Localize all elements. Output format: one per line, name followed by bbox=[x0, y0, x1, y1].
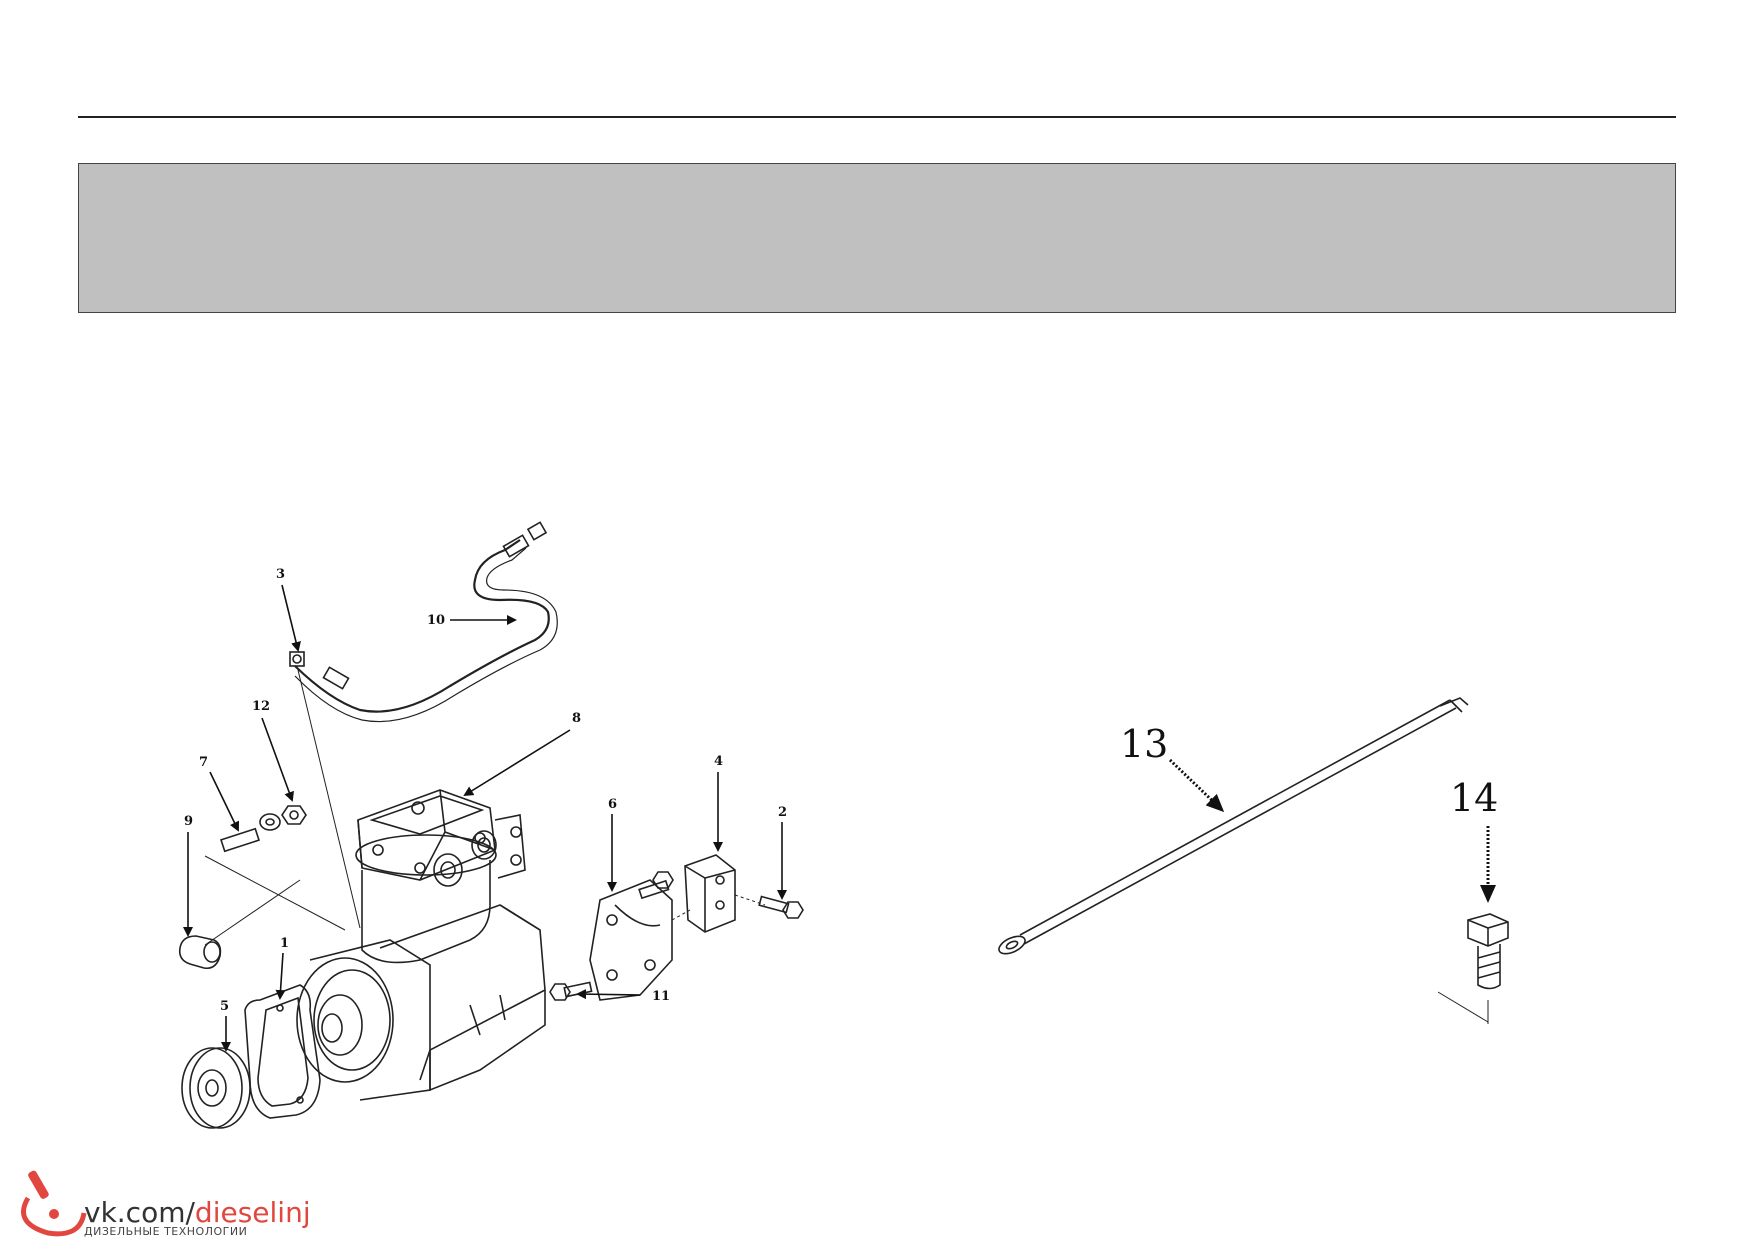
callout-10: 10 bbox=[427, 613, 445, 628]
callout-13: 13 bbox=[1120, 722, 1168, 766]
air-compressor-assembly bbox=[178, 521, 804, 1129]
bolt-14 bbox=[1437, 913, 1509, 1024]
header-band bbox=[78, 163, 1676, 313]
callout-11: 11 bbox=[652, 989, 670, 1004]
callout-arrows-large bbox=[1168, 758, 1496, 903]
callout-labels-small: 3 10 12 8 7 4 6 2 9 1 5 11 bbox=[184, 567, 787, 1014]
callout-arrows-small bbox=[183, 584, 787, 1052]
callout-5: 5 bbox=[220, 999, 229, 1014]
callout-labels-large: 13 14 bbox=[1120, 722, 1498, 820]
callout-9: 9 bbox=[184, 814, 193, 829]
top-rule bbox=[78, 116, 1676, 118]
callout-14: 14 bbox=[1450, 776, 1498, 820]
callout-1: 1 bbox=[280, 936, 289, 951]
callout-3: 3 bbox=[276, 567, 285, 582]
injector-logo-icon bbox=[21, 1170, 87, 1237]
ground-strap-13 bbox=[998, 697, 1469, 955]
callout-2: 2 bbox=[778, 805, 787, 820]
watermark-text: vk.com/dieselinj bbox=[84, 1196, 311, 1229]
callout-12: 12 bbox=[252, 699, 270, 714]
callout-8: 8 bbox=[572, 711, 581, 726]
callout-6: 6 bbox=[608, 797, 617, 812]
callout-4: 4 bbox=[714, 754, 723, 769]
callout-7: 7 bbox=[199, 755, 208, 770]
watermark-subtitle: ДИЗЕЛЬНЫЕ ТЕХНОЛОГИИ bbox=[84, 1225, 248, 1238]
